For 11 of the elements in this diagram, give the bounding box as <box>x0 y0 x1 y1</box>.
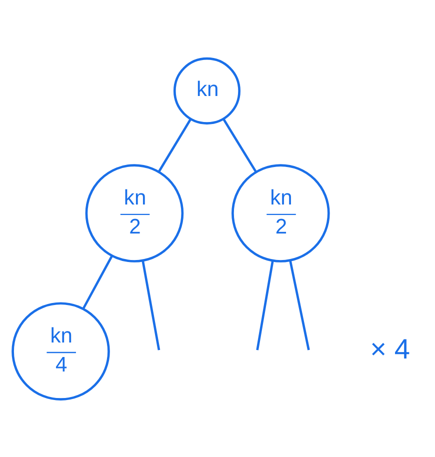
node-circle: kn 4 <box>12 302 110 400</box>
connector <box>158 118 192 172</box>
connector <box>82 254 113 309</box>
node-circle: kn 2 <box>232 164 330 262</box>
connector <box>289 260 310 350</box>
node-circle: kn 2 <box>85 164 184 262</box>
node-circle: kn <box>173 56 240 124</box>
connector <box>222 118 258 172</box>
connector <box>256 260 274 350</box>
label: × 4 <box>370 333 410 364</box>
connector <box>142 260 160 350</box>
